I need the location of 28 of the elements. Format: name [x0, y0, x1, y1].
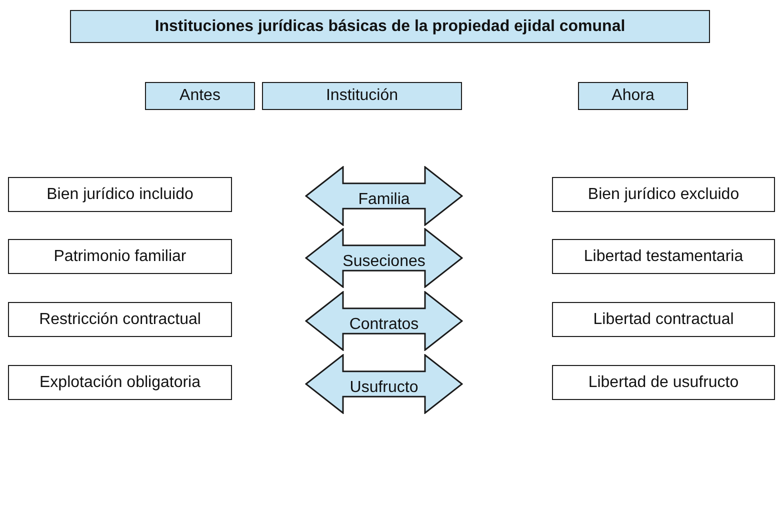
- row-panel: [552, 239, 775, 274]
- column-header-panel: [145, 82, 255, 110]
- row-panel: [8, 239, 232, 274]
- institution-label: Contratos: [349, 316, 419, 334]
- column-heading: Antes: [180, 87, 220, 105]
- column-header-panel: [578, 82, 688, 110]
- column-header-panel: [262, 82, 462, 110]
- row-panel: [8, 177, 232, 212]
- column-heading: Institución: [326, 87, 398, 105]
- row-label: Restricción contractual: [39, 310, 201, 328]
- row-panel: [8, 365, 232, 400]
- row-label: Bien jurídico excluido: [588, 186, 740, 204]
- row-panel: [8, 302, 232, 337]
- row-label: Libertad contractual: [593, 310, 734, 328]
- row-panel: [552, 302, 775, 337]
- column-heading: Ahora: [612, 87, 654, 105]
- row-label: Bien jurídico incluido: [46, 186, 194, 204]
- institution-label: Familia: [358, 191, 410, 209]
- institution-label: Usufructo: [350, 379, 418, 397]
- title-banner: [70, 10, 710, 43]
- row-panel: [552, 365, 775, 400]
- row-panel: [552, 177, 775, 212]
- title-text: Instituciones jurídicas básicas de la propiedad ejidal comunal: [154, 18, 626, 36]
- row-label: Explotación obligatoria: [40, 374, 200, 392]
- institution-label: Suseciones: [342, 253, 426, 271]
- row-label: Patrimonio familiar: [54, 248, 186, 266]
- row-label: Libertad testamentaria: [584, 248, 744, 266]
- row-label: Libertad de usufructo: [588, 374, 739, 392]
